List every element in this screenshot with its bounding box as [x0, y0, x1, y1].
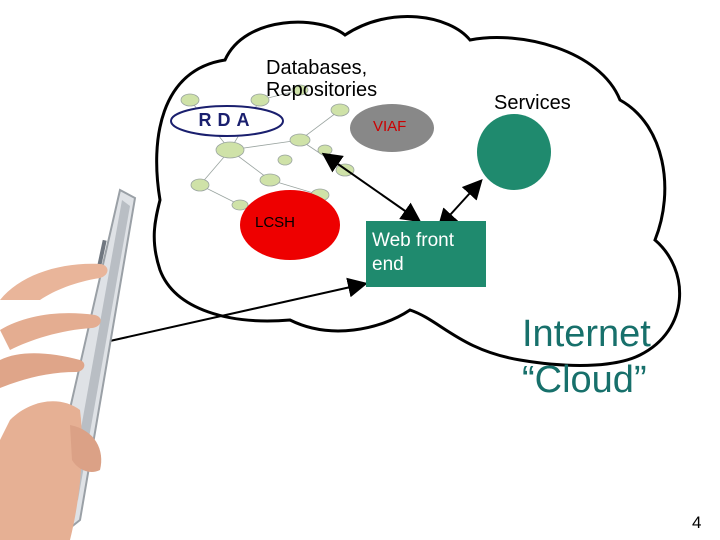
viaf-circle [350, 104, 434, 152]
tablet-hand-illustration [0, 188, 137, 540]
internet-cloud-text: Internet“Cloud” [522, 313, 651, 401]
arrow-viaf-webfront [321, 152, 422, 223]
viaf-label: VIAF [373, 118, 407, 135]
arrow-device-webfront [88, 277, 368, 352]
lcsh-circle [240, 190, 340, 260]
services-circle [477, 114, 551, 190]
network-graph-image [180, 84, 355, 211]
web-front-end-box: Web front end [366, 221, 486, 287]
page-number: 4 [692, 513, 702, 532]
services-label: Services [494, 92, 571, 114]
lcsh-label: LCSH [255, 214, 296, 231]
rda-logo-ring [170, 105, 284, 137]
databases-label: Databases, Repositories [266, 57, 378, 101]
internet-cloud-label: Internet“Cloud” [522, 312, 651, 403]
rda-logo-text: RDA [198, 110, 256, 130]
arrow-services-webfront [437, 179, 483, 229]
